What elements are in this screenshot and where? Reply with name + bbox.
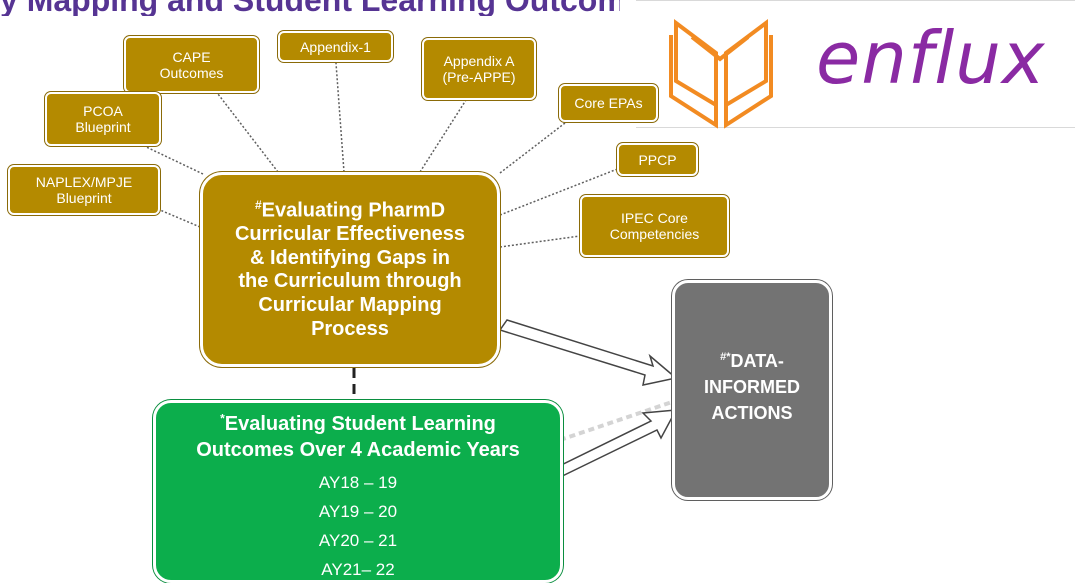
connector-appendix1 [335,62,345,173]
connector-appendixA [419,99,467,173]
connector-ppcp [499,167,621,216]
connector-naplex [159,209,201,228]
student-outcomes-label: Evaluating Student Learning Outcomes Ove… [196,413,520,462]
enflux-brand-block: enflux [636,0,1075,129]
academic-year-ay20-21: AY20 – 21 [318,530,398,550]
student-learning-outcomes-box: *Evaluating Student Learning Outcomes Ov… [153,400,563,583]
appendix-a-pre-appe-box: Appendix A (Pre-APPE) [422,38,536,100]
top-title-fragment: y Mapping and Student Learning Outcomes … [0,0,620,16]
data-informed-actions-title: #*DATA- INFORMED ACTIONS [704,348,800,426]
main-to-actions-arrow [498,319,678,386]
data-informed-actions-box: #*DATA- INFORMED ACTIONS [672,280,832,500]
actions-marker: #* [720,350,731,363]
cape-outcomes-box: CAPE Outcomes [124,36,259,93]
enflux-wordmark: enflux [816,16,1046,100]
academic-year-ay19-20: AY19 – 20 [318,501,398,521]
actions-label: DATA- INFORMED ACTIONS [704,350,800,424]
academic-year-ay18-19: AY18 – 19 [318,472,398,492]
student-outcomes-marker: * [220,411,225,426]
appendix-1-box: Appendix-1 [278,31,393,62]
core-epas-box: Core EPAs [559,84,658,122]
academic-year-ay21-22: AY21– 22 [321,559,395,579]
main-process-marker: # [254,197,262,212]
enflux-logo [669,19,773,129]
main-process-label: Evaluating PharmD Curricular Effectivene… [234,199,466,340]
ppcp-box: PPCP [617,143,698,176]
connector-cape [217,93,279,173]
pcoa-blueprint-box: PCOA Blueprint [45,92,161,146]
naplex-mpje-blueprint-box: NAPLEX/MPJE Blueprint [8,165,160,215]
connector-ipec [499,235,581,248]
student-learning-outcomes-title: *Evaluating Student Learning Outcomes Ov… [156,411,560,464]
ipec-core-competencies-box: IPEC Core Competencies [580,195,729,257]
connector-core-epas [499,122,566,174]
main-process-title: #Evaluating PharmD Curricular Effectiven… [235,198,465,341]
curricular-mapping-process-box: #Evaluating PharmD Curricular Effectiven… [200,172,500,367]
